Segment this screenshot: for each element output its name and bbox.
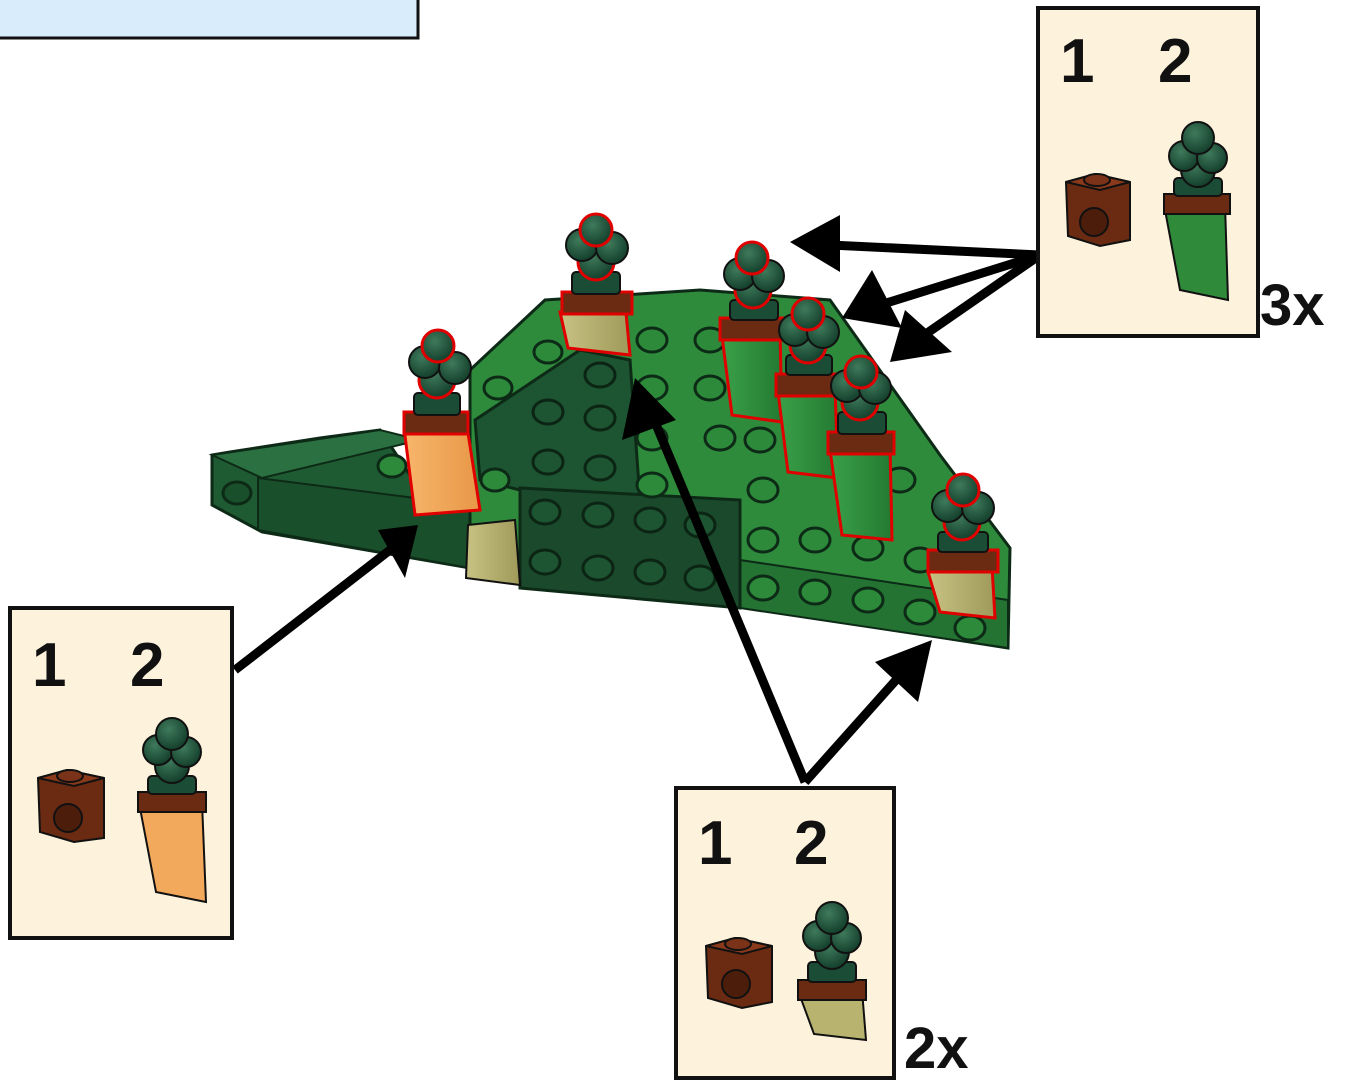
arrow-top-right-2 xyxy=(878,250,1042,310)
callout-left: 1 2 xyxy=(8,606,234,940)
multiplier-label: 2x xyxy=(904,1016,969,1081)
info-panel-box xyxy=(0,0,420,40)
arrowhead xyxy=(890,310,952,362)
multiplier-label: 3x xyxy=(1260,273,1325,338)
arrowhead xyxy=(622,378,676,440)
arrow-bottom-2 xyxy=(801,667,909,785)
arrow-bottom-1 xyxy=(645,408,810,784)
arrows xyxy=(232,215,1043,785)
arrowhead xyxy=(842,270,902,328)
model-assembly xyxy=(208,212,1012,650)
step-number-1: 1 xyxy=(698,809,732,878)
step-number-1: 1 xyxy=(32,631,66,700)
brick-part-icon xyxy=(704,936,773,1010)
step-number-1: 1 xyxy=(1060,27,1094,96)
arrow-left xyxy=(232,546,393,674)
step-number-2: 2 xyxy=(794,809,828,878)
arrowhead xyxy=(790,215,840,272)
plant-tan-top xyxy=(558,212,634,357)
plant-tan-right xyxy=(926,472,1000,620)
stud xyxy=(221,480,253,506)
plant-part-icon xyxy=(797,901,868,1042)
brick-part-icon xyxy=(1064,172,1131,248)
plant-orange xyxy=(402,328,482,517)
arrow-top-right-1 xyxy=(829,240,1041,260)
tan-slope-bottom xyxy=(464,518,522,587)
plant-part-icon xyxy=(1163,121,1231,302)
plant-part-icon xyxy=(137,717,208,904)
plant-green-1 xyxy=(718,240,788,424)
studs-light xyxy=(376,326,987,642)
plant-green-3 xyxy=(826,354,896,542)
step-number-2: 2 xyxy=(1158,27,1192,96)
arrow-top-right-3 xyxy=(917,251,1043,342)
arrowhead xyxy=(875,640,932,702)
arrowhead xyxy=(378,525,418,578)
step-number-2: 2 xyxy=(130,631,164,700)
callout-top-right: 1 2 xyxy=(1036,6,1260,338)
brick-part-icon xyxy=(36,768,105,844)
callout-bottom: 1 2 xyxy=(674,786,896,1080)
